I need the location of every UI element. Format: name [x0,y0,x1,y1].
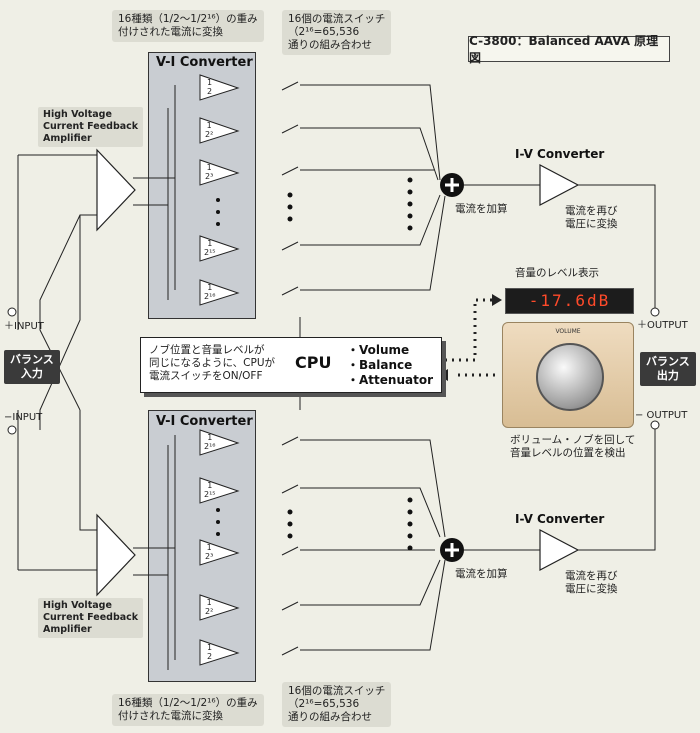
iv-converter-top-title: I-V Converter [515,147,605,161]
cpu-label: CPU [295,353,332,372]
vi-converter-top-title: V-I Converter [156,55,253,70]
sum-label-bottom: 電流を加算 [455,568,508,580]
top-switches-note: 16個の電流スイッチ （2¹⁶=65,536 通りの組み合わせ [282,10,392,55]
volume-knob[interactable] [536,343,604,411]
level-display: -17.6dB [505,288,634,314]
volume-knob-panel: VOLUME [502,322,634,428]
reconvert-label-top: 電流を再び電圧に変換 [565,205,618,230]
diagram-title: C-3800：Balanced AAVA 原理図 [468,34,670,65]
minus-output-label: − OUTPUT [635,410,688,421]
vi-converter-bottom-title: V-I Converter [156,414,253,429]
level-display-label: 音量のレベル表示 [515,267,599,279]
plus-input-label: ＋INPUT [4,321,44,332]
knob-caption: ボリューム・ノブを回して音量レベルの位置を検出 [510,434,636,459]
bottom-weights-note: 16種類（1/2〜1/2¹⁶）の重み 付けされた電流に変換 [112,694,264,726]
top-weights-note: 16種類（1/2〜1/2¹⁶）の重み 付けされた電流に変換 [112,10,264,42]
minus-input-label: −INPUT [4,412,43,423]
sum-label-top: 電流を加算 [455,203,508,215]
cpu-items: ・Volume ・Balance ・Attenuator [347,343,433,387]
amp-note-top: High Voltage Current Feedback Amplifier [38,107,144,147]
knob-title: VOLUME [555,328,581,335]
reconvert-label-bottom: 電流を再び電圧に変換 [565,570,618,595]
bottom-switches-note: 16個の電流スイッチ （2¹⁶=65,536 通りの組み合わせ [282,682,392,727]
cpu-box: ノブ位置と音量レベルが 同じになるように、CPUが 電流スイッチをON/OFF … [140,337,442,393]
balance-in-label: バランス入力 [4,350,60,384]
amp-note-bottom: High Voltage Current Feedback Amplifier [38,598,144,638]
cpu-description: ノブ位置と音量レベルが 同じになるように、CPUが 電流スイッチをON/OFF [149,344,276,382]
iv-converter-bottom-title: I-V Converter [515,512,605,526]
plus-output-label: ＋OUTPUT [637,320,688,331]
balance-out-label: バランス出力 [640,352,696,386]
